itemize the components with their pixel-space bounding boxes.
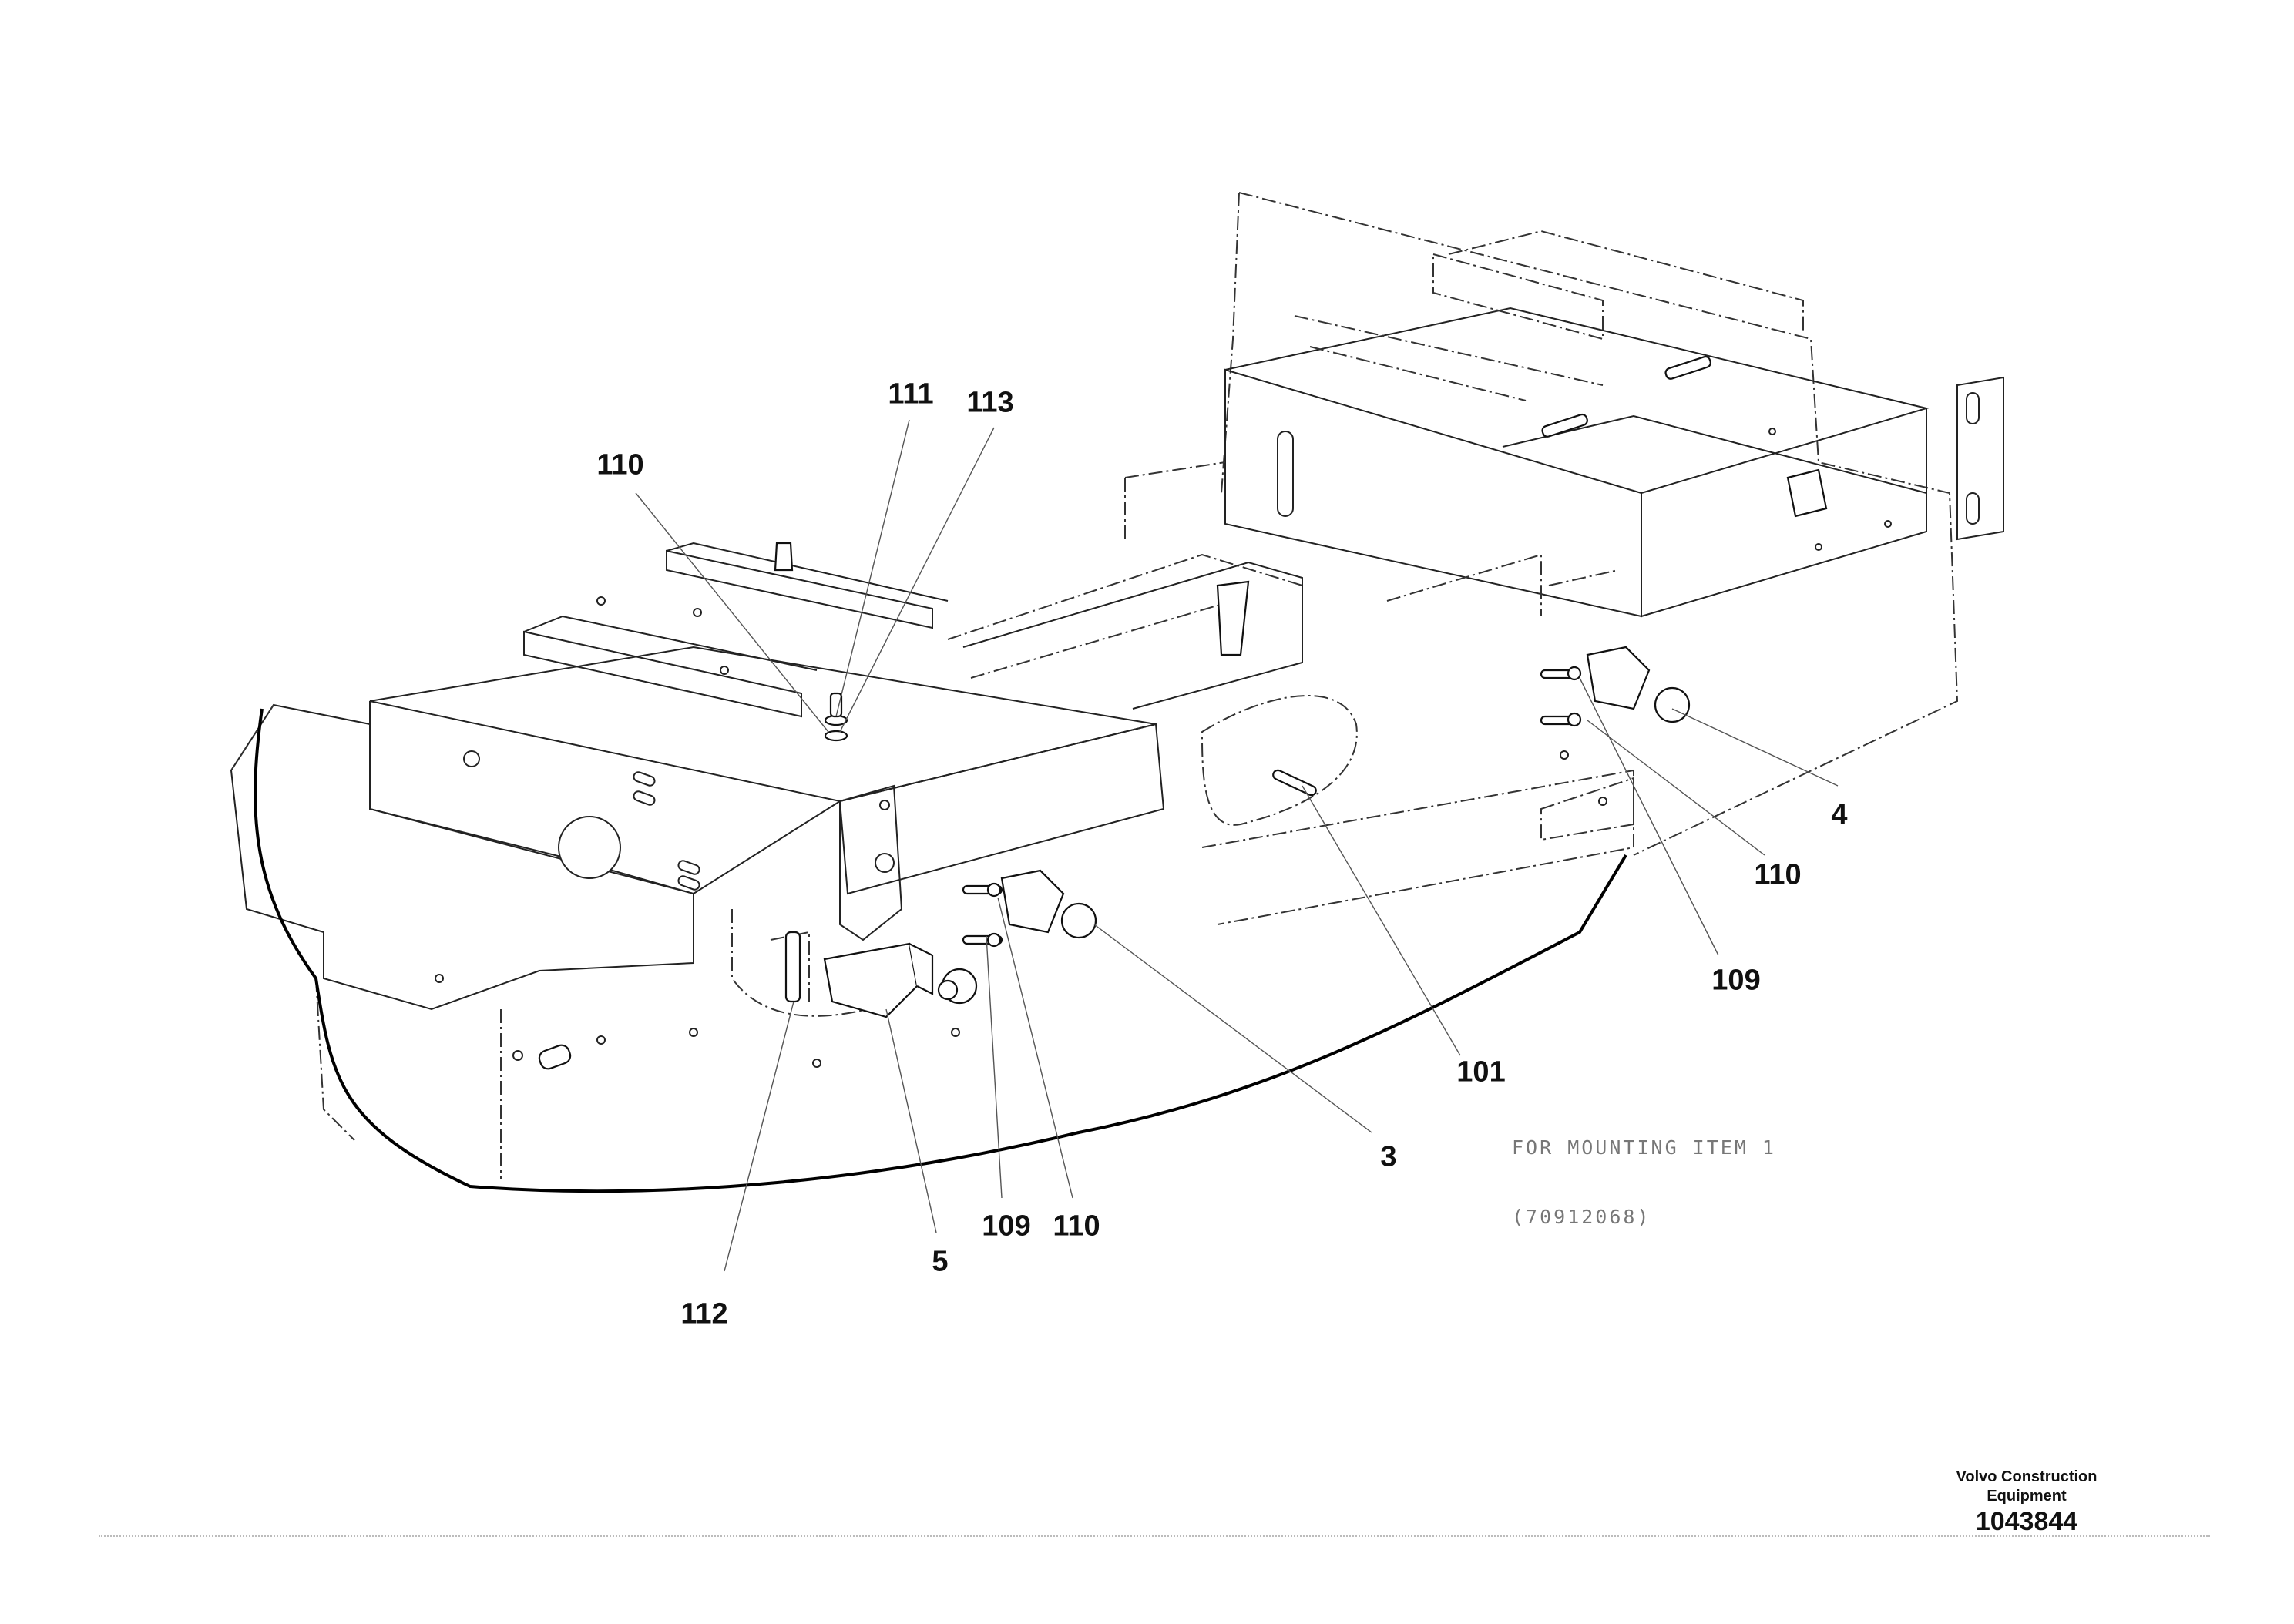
front-frame-section (230, 542, 1627, 1193)
mounting-note: FOR MOUNTING ITEM 1 (70912068) (1512, 1090, 1776, 1275)
footer-divider (99, 1535, 2210, 1537)
callout-112: 112 (680, 1297, 728, 1330)
coupling-rear (1540, 646, 1691, 727)
bolt-101 (1272, 769, 1317, 797)
callout-113: 113 (966, 386, 1014, 419)
brand-name-line2: Equipment (1987, 1488, 2067, 1505)
callout-111: 111 (888, 377, 934, 411)
callout-101: 101 (1456, 1055, 1506, 1089)
callout-109-right: 109 (1711, 964, 1761, 997)
callout-109-bottom: 109 (982, 1210, 1031, 1243)
callout-110-top: 110 (596, 448, 644, 481)
solenoid-valve-block (784, 931, 978, 1018)
washer-stack-111-113 (824, 692, 848, 742)
callout-5: 5 (932, 1245, 949, 1278)
rear-frame-section (1221, 192, 2004, 856)
callout-3: 3 (1380, 1140, 1397, 1173)
callout-110-bottom: 110 (1053, 1210, 1100, 1243)
brand-name-line1: Volvo Construction (1956, 1468, 2098, 1485)
callout-4: 4 (1831, 798, 1848, 831)
leader-lines (635, 419, 1839, 1272)
callout-110-right: 110 (1754, 858, 1802, 891)
drawing-number: 1043844 (1975, 1507, 2078, 1536)
mounting-note-line2: (70912068) (1512, 1206, 1651, 1228)
mounting-note-line1: FOR MOUNTING ITEM 1 (1512, 1136, 1776, 1159)
middle-beam (947, 461, 1634, 925)
coupling-front (962, 869, 1097, 948)
